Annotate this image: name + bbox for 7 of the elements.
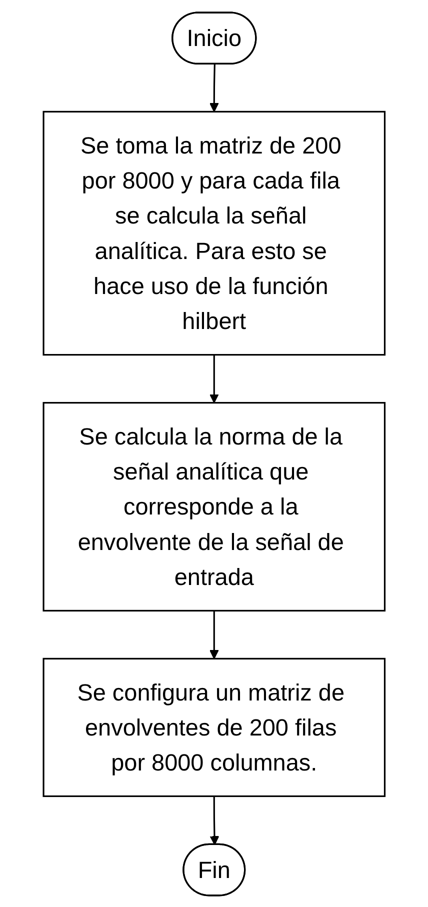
arrow bbox=[209, 610, 219, 659]
node-box: Se toma la matriz de 200 por 8000 y para cada fila se calcula la señal analítica. Para esto se hace uso de la función hilbert bbox=[42, 110, 386, 356]
node-box: Se configura un matriz de envolventes de 200 filas por 8000 columnas. bbox=[42, 657, 386, 797]
arrow bbox=[210, 796, 220, 845]
arrow bbox=[209, 64, 219, 112]
arrow bbox=[209, 354, 219, 403]
node-box: Se calcula la norma de la señal analítica que corresponde a la envolvente de la señal de entrada bbox=[42, 402, 386, 612]
